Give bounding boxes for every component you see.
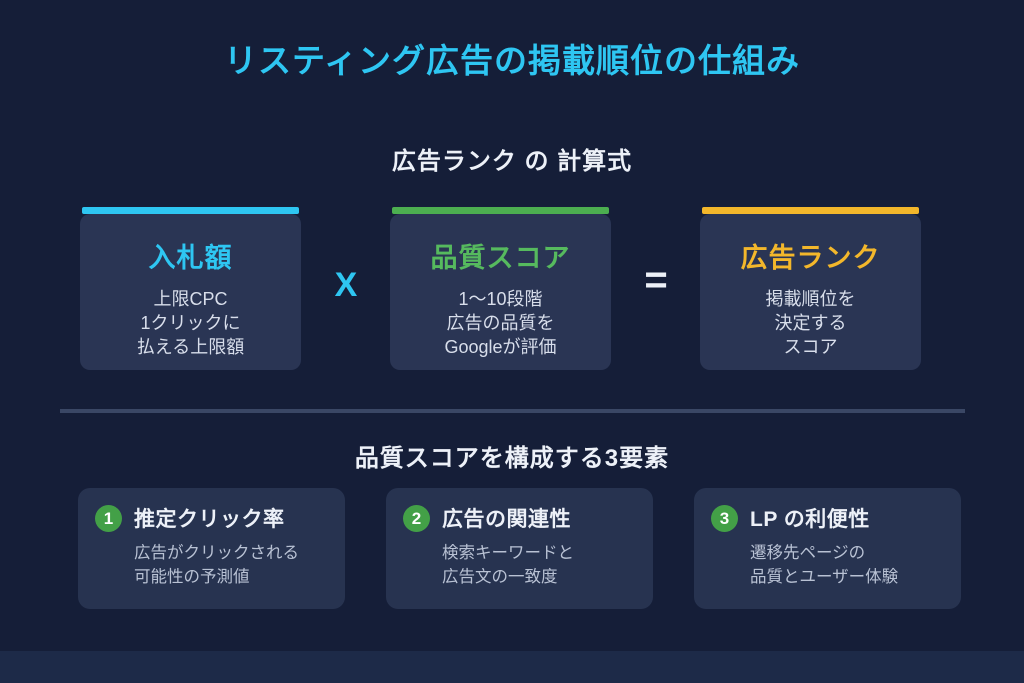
rank-card-body: 広告ランク 掲載順位を 決定する スコア (700, 214, 921, 370)
text-line: 決定する (774, 313, 847, 333)
rank-card-description: 掲載順位を 決定する スコア (766, 287, 856, 359)
bid-card-description: 上限CPC 1クリックに 払える上限額 (137, 287, 244, 359)
factor-title: LP の利便性 (750, 508, 870, 531)
quality-score-card: 品質スコア 1〜10段階 広告の品質を Googleが評価 (390, 207, 611, 370)
text-line: スコア (783, 337, 838, 357)
factor-title: 推定クリック率 (134, 508, 285, 531)
factor-description: 広告がクリックされる 可能性の予測値 (134, 541, 327, 589)
factor-number-badge: 2 (403, 504, 430, 532)
footer-band (0, 651, 1024, 683)
rank-card-accent-bar (702, 207, 919, 214)
text-line: 掲載順位を (765, 289, 856, 309)
bid-card-body: 入札額 上限CPC 1クリックに 払える上限額 (80, 214, 301, 370)
equals-operator: = (644, 258, 668, 302)
factor-card-header: 2 広告の関連性 (403, 503, 635, 533)
factor-description: 検索キーワードと 広告文の一致度 (442, 541, 635, 589)
section-divider (60, 409, 965, 413)
text-line: 払える上限額 (136, 337, 245, 357)
text-line: 広告がクリックされる (134, 544, 299, 562)
text-line: 広告文の一致度 (442, 568, 558, 586)
factor-card-header: 3 LP の利便性 (711, 503, 943, 533)
factor-card-relevance: 2 広告の関連性 検索キーワードと 広告文の一致度 (386, 488, 653, 609)
text-line: 遷移先ページの (750, 544, 866, 562)
text-line: 1〜10段階 (458, 289, 543, 309)
factors-section-heading: 品質スコアを構成する3要素 (354, 445, 670, 472)
text-line: 上限CPC (153, 289, 228, 309)
factor-card-ctr: 1 推定クリック率 広告がクリックされる 可能性の予測値 (78, 488, 345, 609)
text-line: 品質とユーザー体験 (750, 568, 899, 586)
quality-card-title: 品質スコア (430, 243, 571, 273)
factor-title: 広告の関連性 (442, 508, 571, 531)
text-line: Googleが評価 (444, 337, 557, 357)
bid-card-title: 入札額 (148, 243, 233, 273)
text-line: 可能性の予測値 (134, 568, 250, 586)
factor-number-badge: 3 (711, 504, 738, 532)
text-line: 1クリックに (140, 313, 241, 333)
ad-rank-card: 広告ランク 掲載順位を 決定する スコア (700, 207, 921, 370)
formula-section-heading: 広告ランク の 計算式 (391, 148, 633, 175)
factor-card-header: 1 推定クリック率 (95, 503, 327, 533)
factor-card-lp: 3 LP の利便性 遷移先ページの 品質とユーザー体験 (694, 488, 961, 609)
quality-card-body: 品質スコア 1〜10段階 広告の品質を Googleが評価 (390, 214, 611, 370)
quality-card-accent-bar (392, 207, 609, 214)
factor-number-badge: 1 (95, 504, 122, 532)
page-title: リスティング広告の掲載順位の仕組み (223, 42, 801, 79)
bid-card-accent-bar (82, 207, 299, 214)
rank-card-title: 広告ランク (740, 243, 881, 273)
text-line: 広告の品質を (446, 313, 555, 333)
quality-card-description: 1〜10段階 広告の品質を Googleが評価 (444, 287, 556, 359)
bid-amount-card: 入札額 上限CPC 1クリックに 払える上限額 (80, 207, 301, 370)
factor-description: 遷移先ページの 品質とユーザー体験 (750, 541, 943, 589)
multiply-operator: X (334, 266, 358, 304)
text-line: 検索キーワードと (442, 544, 574, 562)
